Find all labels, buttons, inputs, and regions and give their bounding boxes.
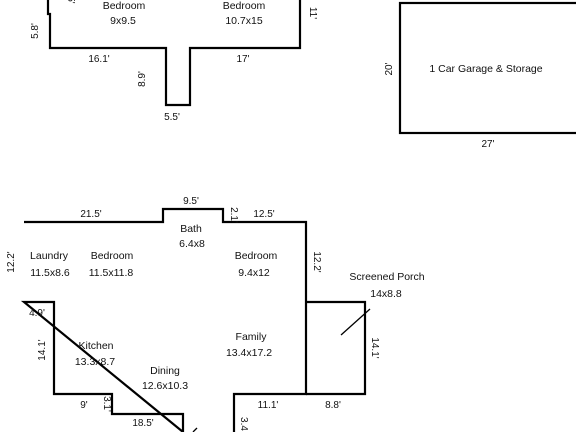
dim-main-bottom-mid: 18.5': [132, 418, 153, 429]
room-bath-name: Bath: [180, 223, 202, 235]
dim-upper-left-side: 5.8': [30, 23, 41, 39]
room-kitchen-name: Kitchen: [78, 340, 113, 352]
garage-label: 1 Car Garage & Storage: [429, 63, 542, 75]
dim-garage-depth: 20': [384, 62, 395, 75]
room-dining-size: 12.6x10.3: [142, 380, 188, 392]
upper-unit-walls: [46, 0, 302, 107]
room-kitchen-size: 13.3x8.7: [75, 356, 115, 368]
room-family-name: Family: [236, 331, 268, 343]
dim-main-left-upper: 12.2': [6, 251, 17, 272]
room-laundry-size: 11.5x8.6: [30, 267, 70, 279]
room-upper-bedroom-left-name: Bedroom: [103, 0, 146, 12]
dim-main-top-right: 12.5': [253, 209, 274, 220]
room-bath-size: 6.4x8: [179, 238, 205, 250]
dim-upper-right-side: 11': [307, 7, 318, 19]
garage-walls: [398, 1, 576, 135]
dim-garage-width: 27': [481, 139, 494, 150]
dim-main-bottom-right: 11.1': [258, 400, 279, 411]
dim-main-porch-bottom: 8.8': [325, 400, 341, 411]
garage: 1 Car Garage & Storage 27' 20': [384, 1, 576, 150]
dim-main-left-lower: 14.1': [37, 339, 48, 360]
room-laundry-name: Laundry: [30, 250, 69, 262]
dim-upper-bottom-left: 16.1': [88, 54, 109, 65]
dim-upper-left-partial: 5': [65, 0, 76, 4]
dim-upper-stub-bottom: 5.5': [164, 112, 180, 123]
dim-upper-stub-side: 8.9': [137, 71, 148, 87]
dim-main-left-step: 4.9': [29, 308, 45, 319]
room-bedroom-mid-size: 11.5x11.8: [89, 267, 134, 279]
room-upper-bedroom-right-name: Bedroom: [223, 0, 266, 12]
room-bedroom-right-size: 9.4x12: [238, 267, 270, 279]
upper-unit: 5' 5.8' 16.1' 8.9' 5.5' 17' 11' Bedroom …: [30, 0, 318, 123]
dim-upper-bottom-right: 17': [236, 54, 249, 65]
screened-porch-walls: [306, 300, 367, 396]
room-family-size: 13.4x17.2: [226, 347, 272, 359]
main-unit-walls: [20, 207, 308, 432]
room-dining-name: Dining: [150, 365, 180, 377]
main-unit: Bath 6.4x8 Laundry 11.5x8.6 Bedroom 11.5…: [6, 196, 425, 432]
room-porch-size: 14x8.8: [370, 288, 402, 300]
dim-main-top-bath: 9.5': [183, 196, 199, 207]
dim-main-bottom-cut: 3.4: [238, 417, 249, 431]
room-porch-name: Screened Porch: [349, 271, 424, 283]
dim-main-bottom-step: 3.1': [101, 396, 112, 412]
dim-main-bath-step: 2.1': [228, 207, 239, 223]
room-upper-bedroom-right-size: 10.7x15: [225, 15, 263, 27]
dim-main-porch-side: 14.1': [369, 337, 380, 358]
bottom-cut-mark: [192, 427, 198, 432]
dim-main-top-left: 21.5': [80, 209, 101, 220]
porch-leader-line: [340, 308, 371, 336]
room-upper-bedroom-left-size: 9x9.5: [110, 15, 136, 27]
room-bedroom-right-name: Bedroom: [235, 250, 278, 262]
room-bedroom-mid-name: Bedroom: [91, 250, 134, 262]
dim-main-bottom-left: 9': [80, 400, 88, 411]
dim-main-right-upper: 12.2': [311, 251, 322, 272]
